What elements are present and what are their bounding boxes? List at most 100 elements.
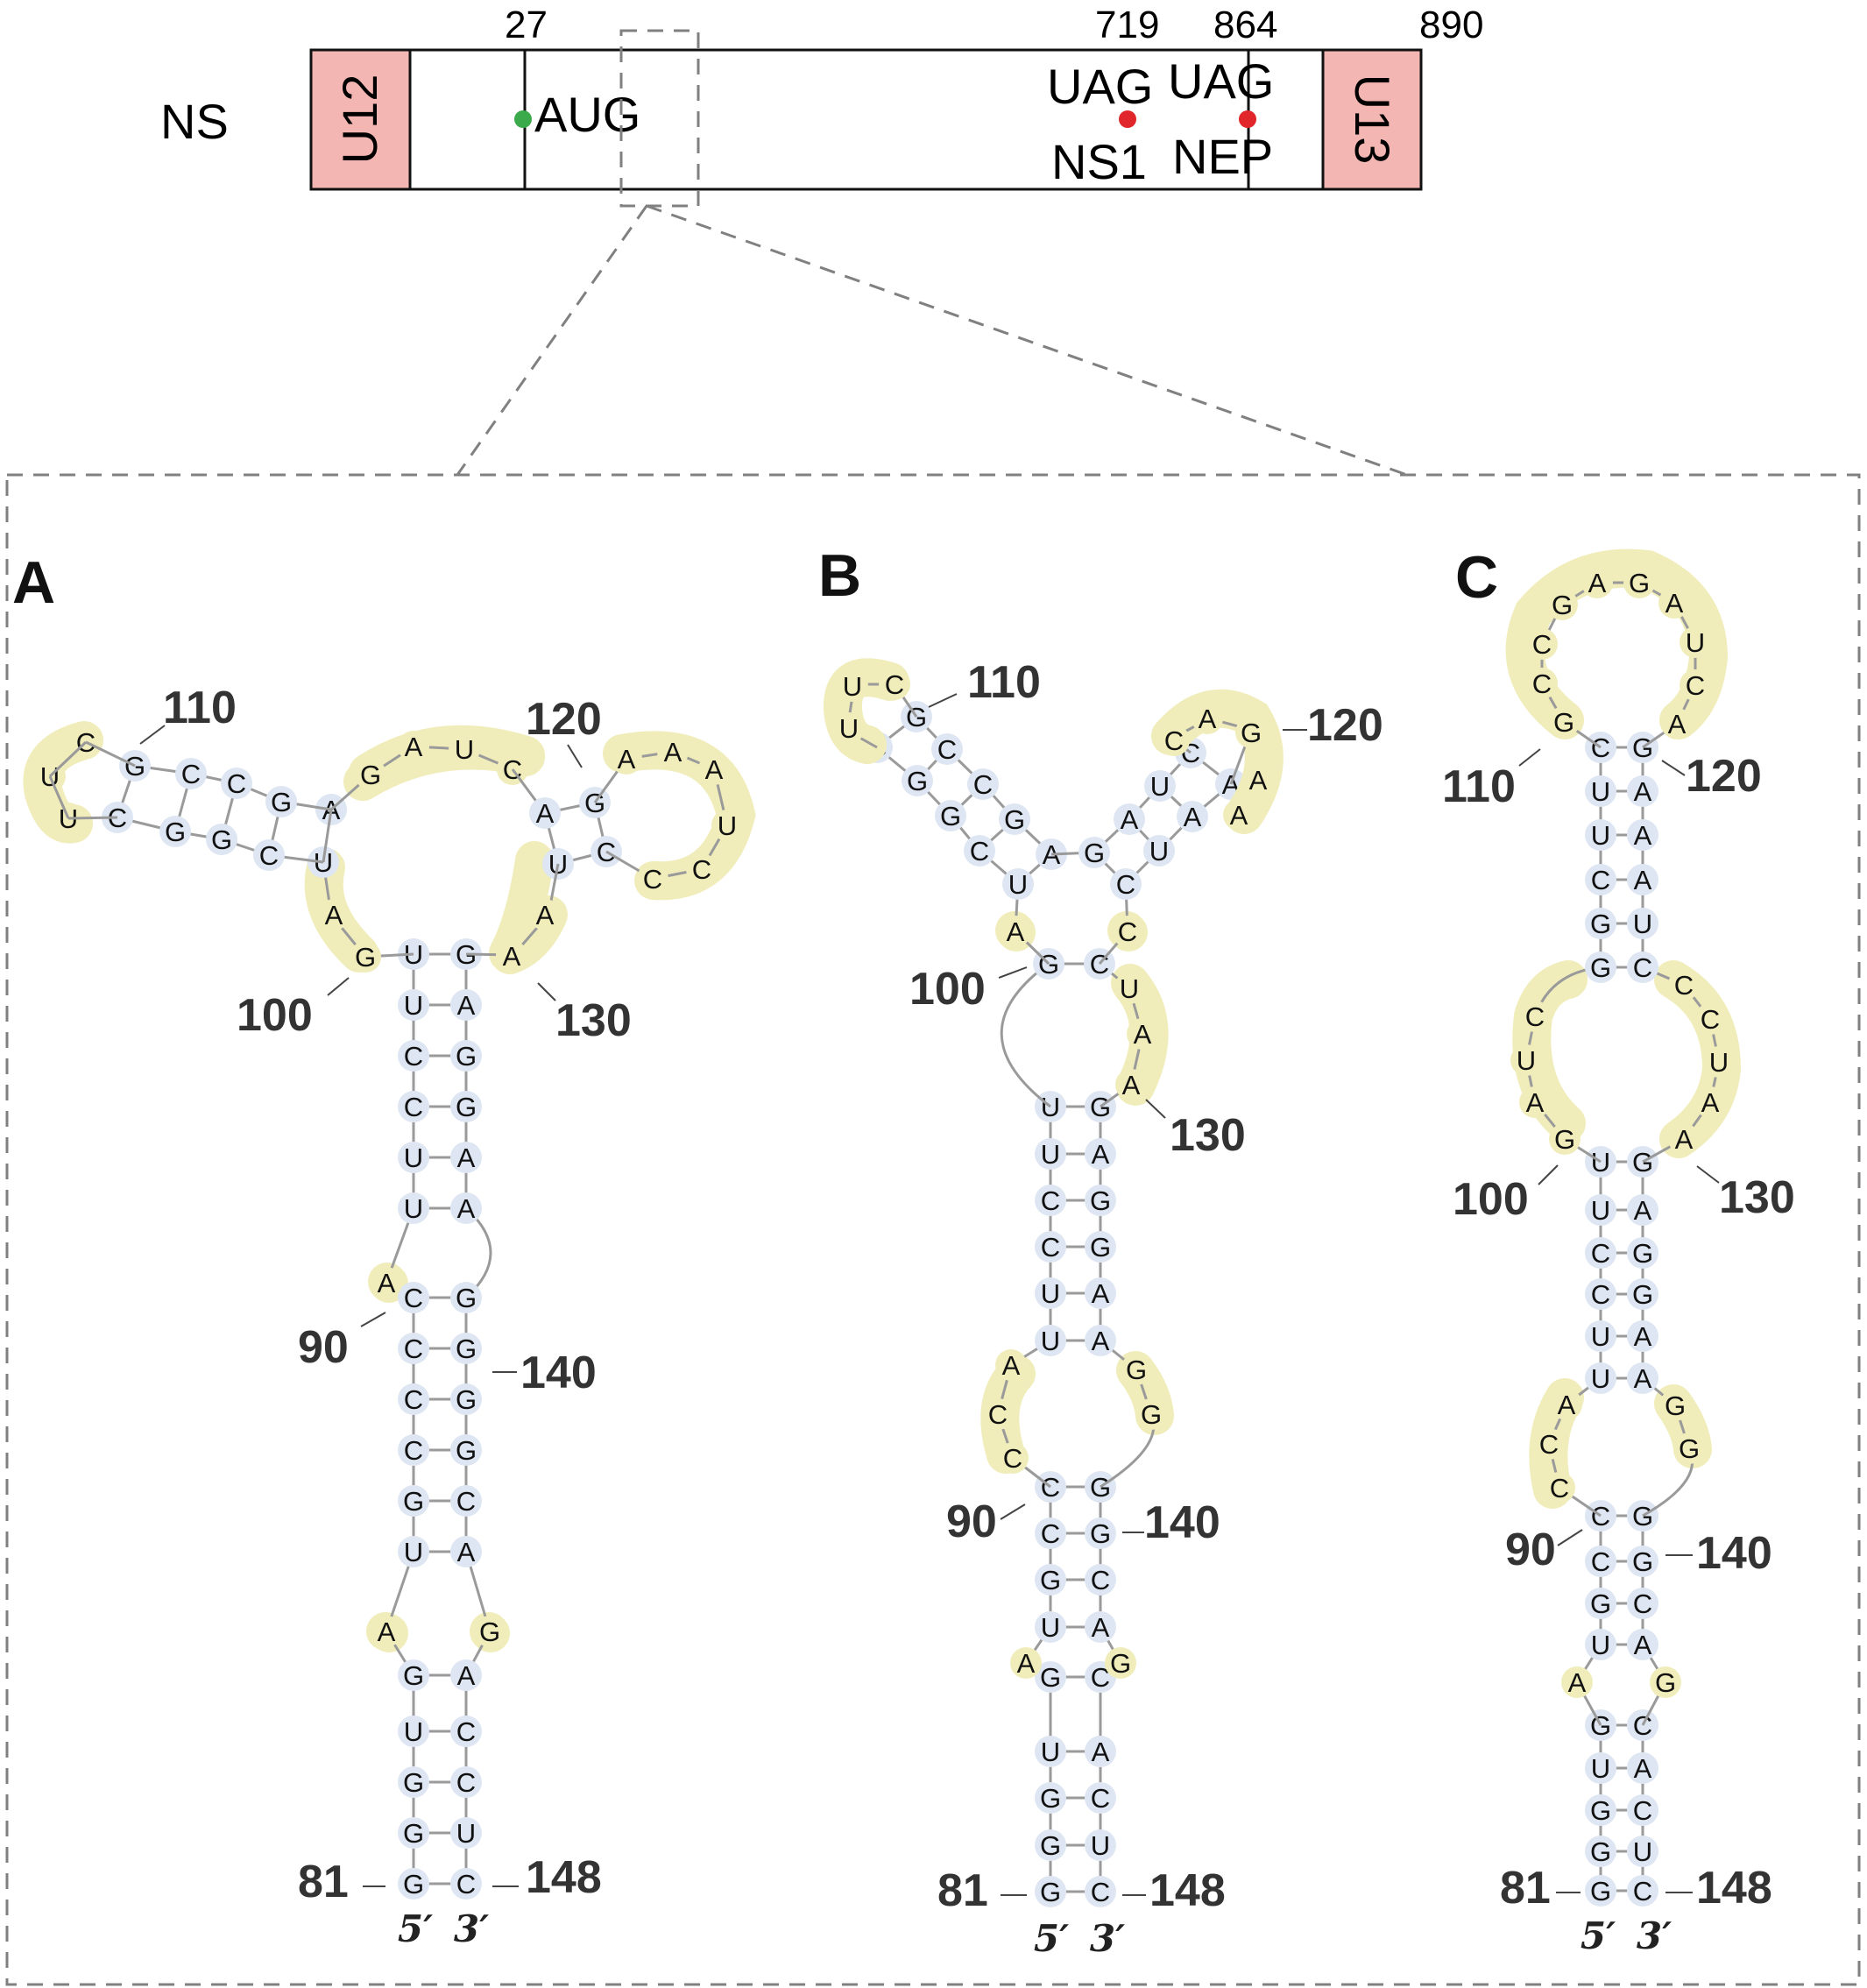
c-internal2-nuc-circle (1533, 1428, 1565, 1460)
c-stem2-left: U (1591, 1630, 1610, 1660)
c-stem3-left: U (1591, 1321, 1610, 1352)
c-stem3-left: U (1591, 1195, 1610, 1226)
b-right-arm-nuc-circle (1143, 835, 1175, 867)
index-148: 148 (1149, 1865, 1226, 1916)
b-stem2-left: C (1041, 1472, 1060, 1503)
c-stem1-right: U (1633, 1836, 1652, 1867)
backbone-line (322, 809, 333, 863)
a-stem3-right: A (457, 1193, 476, 1224)
a-stem3-left: C (404, 1041, 423, 1072)
a-hairpin-nuc: C (181, 759, 201, 789)
a-hairpin-nuc: C (227, 768, 246, 799)
backbone-line (67, 816, 118, 820)
index-140: 140 (1696, 1528, 1772, 1579)
a-right-helix-nuc: A (536, 798, 555, 829)
b-stem3-right: A (1092, 1326, 1110, 1356)
nep-stop-codon-label: UAG (1168, 53, 1274, 109)
c-stem4-left-circle (1585, 819, 1616, 851)
backbone-line (48, 740, 88, 778)
b-right-arm-nuc: C (1116, 869, 1135, 900)
b-stem2-right: A (1092, 1612, 1110, 1643)
c-top-loop-nuc: C (1532, 629, 1552, 660)
c-top-loop-nuc: G (1629, 568, 1650, 598)
c-internal-right-circle (1650, 1666, 1681, 1698)
a-top-loop-nuc-circle (355, 759, 386, 790)
a-lower-right-nuc-circle (496, 940, 527, 972)
c-stem3-right-circle (1627, 1278, 1658, 1310)
a-hairpin-nuc-circle (253, 839, 285, 871)
three-prime-label: 3′ (454, 1907, 489, 1950)
a-right-loop-nuc-circle (637, 863, 668, 895)
c-top-loop-nuc-circle (1546, 589, 1578, 620)
b-stem1-right: U (1091, 1830, 1110, 1861)
c-stem4-left: U (1591, 820, 1610, 851)
a-stem1-right-circle (450, 1817, 482, 1849)
b-bulge-nuc: A (1122, 1070, 1141, 1100)
a-stem1-left-circle (398, 1766, 429, 1798)
a-stem2-right-circle (450, 1485, 482, 1517)
b-internal2-nuc: G (1141, 1399, 1162, 1430)
c-stem2-right: C (1633, 1588, 1652, 1619)
a-hairpin-nuc: G (211, 824, 232, 855)
index-120: 120 (1686, 751, 1762, 802)
b-right-loop-nuc: C (1164, 725, 1184, 756)
b-right-arm-nuc-circle (1114, 803, 1145, 835)
b-stem1-left-circle (1035, 1876, 1066, 1907)
index-110: 110 (1442, 761, 1516, 812)
a-multiloop-nuc: G (355, 942, 376, 973)
a-bulge-nuc: A (378, 1268, 396, 1298)
c-stem4-left: U (1591, 776, 1610, 807)
c-stem3-left: U (1591, 1363, 1610, 1394)
b-stem3-left-circle (1035, 1277, 1066, 1309)
b-stem3-left: U (1041, 1139, 1060, 1170)
a-stem2-left-circle (398, 1434, 429, 1466)
c-internal-loop-nuc-circle (1694, 1003, 1726, 1035)
b-stem3-left-circle (1035, 1138, 1066, 1170)
a-stem2-left: C (404, 1334, 423, 1364)
a-stem3-right-circle (450, 989, 482, 1021)
a-stem2-right-circle (450, 1383, 482, 1415)
b-stem2-left-circle (1035, 1564, 1066, 1595)
c-stem3-left-circle (1585, 1320, 1616, 1352)
b-internal2-nuc-circle (982, 1398, 1014, 1430)
b-stem3-left-circle (1035, 1325, 1066, 1356)
b-left-loop-nuc-circle (879, 669, 910, 700)
c-stem3-right: G (1632, 1238, 1653, 1269)
a-stem3-left-circle (398, 1142, 429, 1173)
c-stem3-right: A (1634, 1321, 1652, 1352)
position-890: 890 (1419, 4, 1483, 46)
utr-right-label: U13 (1345, 74, 1400, 165)
b-stem2-right-circle (1085, 1564, 1116, 1595)
index-tick (1661, 760, 1686, 776)
c-stem2-left: C (1591, 1501, 1610, 1532)
c-top-loop-nuc-circle (1661, 708, 1693, 739)
c-top-loop-nuc: C (1532, 669, 1552, 699)
c-stem2-right-circle (1627, 1588, 1658, 1619)
c-stem4-left-circle (1585, 775, 1616, 807)
segment-name: NS (160, 94, 229, 149)
c-internal2-nuc-circle (1551, 1389, 1582, 1420)
a-right-loop-nuc-circle (686, 853, 718, 885)
ns-segment-schematic: NS U12 U13 AUG UAG UAG NS1 NEP 27 719 86… (160, 4, 1483, 477)
c-stem4-right-circle (1627, 864, 1658, 895)
index-140: 140 (1144, 1497, 1220, 1548)
c-top-loop-nuc: U (1686, 627, 1705, 658)
a-top-loop-highlight (349, 725, 545, 792)
c-stem3-left-circle (1585, 1237, 1616, 1269)
c-stem3-left: C (1591, 1238, 1610, 1269)
five-prime-label: 5′ (398, 1907, 433, 1950)
c-internal2-nuc: G (1679, 1433, 1700, 1464)
index-120: 120 (1307, 700, 1383, 751)
a-stem3-right: A (457, 1143, 476, 1173)
a-stem3-right-circle (450, 1040, 482, 1072)
a-stem3-left: U (404, 1193, 423, 1224)
c-stem1-right-circle (1627, 1836, 1658, 1867)
a-stem3-right-circle (450, 1142, 482, 1173)
a-stem3-left-circle (398, 1091, 429, 1122)
b-stem3-left: U (1041, 1278, 1060, 1309)
a-loop-nuc: U (59, 803, 78, 834)
b-right-loop-nuc-circle (1242, 764, 1274, 796)
c-stem4-right: A (1634, 865, 1652, 895)
b-junction-nuc: G (1038, 949, 1059, 980)
index-81: 81 (298, 1857, 349, 1907)
